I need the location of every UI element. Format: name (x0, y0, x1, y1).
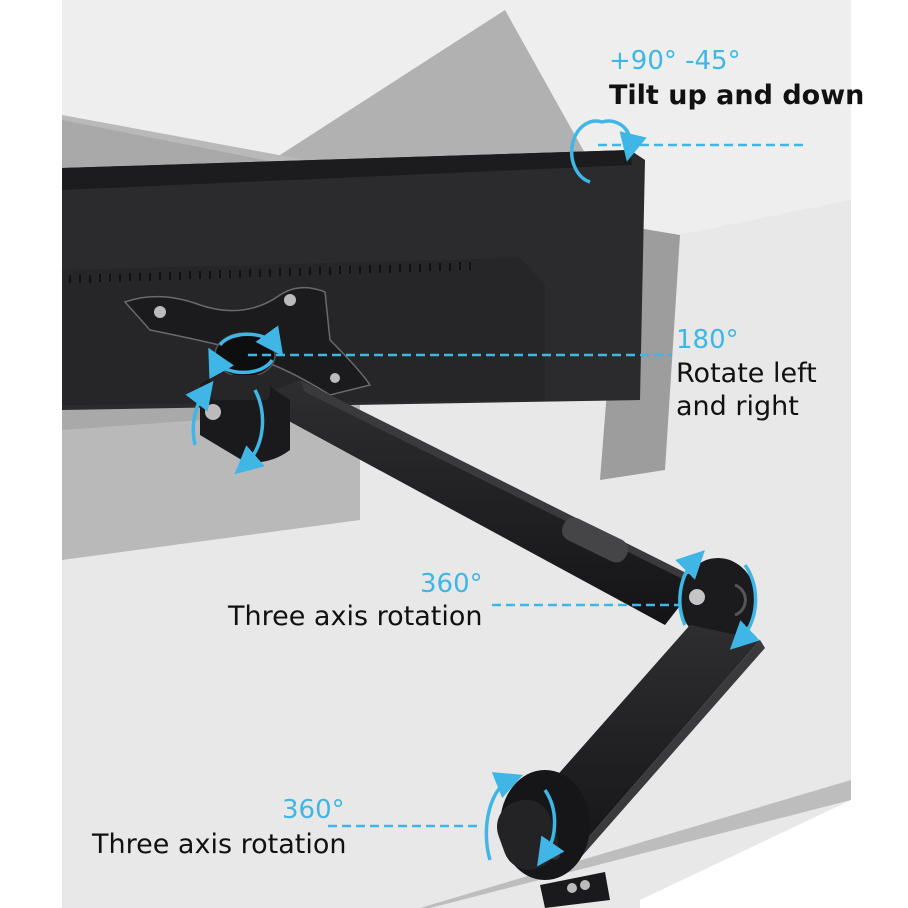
tilt-rotation-icon (569, 119, 647, 184)
rotate-degrees: 180° (676, 325, 739, 355)
tilt-description: Tilt up and down (609, 80, 865, 111)
pivot-rotation-icon (185, 380, 214, 446)
tilt-joint (200, 375, 290, 463)
monitor-back (62, 150, 645, 410)
rotate-description-line2: and right (676, 391, 799, 422)
tilt-degrees: +90° -45° (609, 46, 741, 76)
elbow-description: Three axis rotation (228, 601, 483, 632)
base-degrees: 360° (282, 795, 345, 825)
upper-arm (250, 380, 705, 625)
base-rotation-icon (484, 772, 524, 861)
swivel-rotation-icon (218, 325, 284, 357)
elbow-rotation-icon (675, 550, 705, 626)
base-description: Three axis rotation (92, 829, 347, 860)
rotate-description-line1: Rotate left (676, 358, 817, 389)
elbow-degrees: 360° (420, 569, 483, 599)
